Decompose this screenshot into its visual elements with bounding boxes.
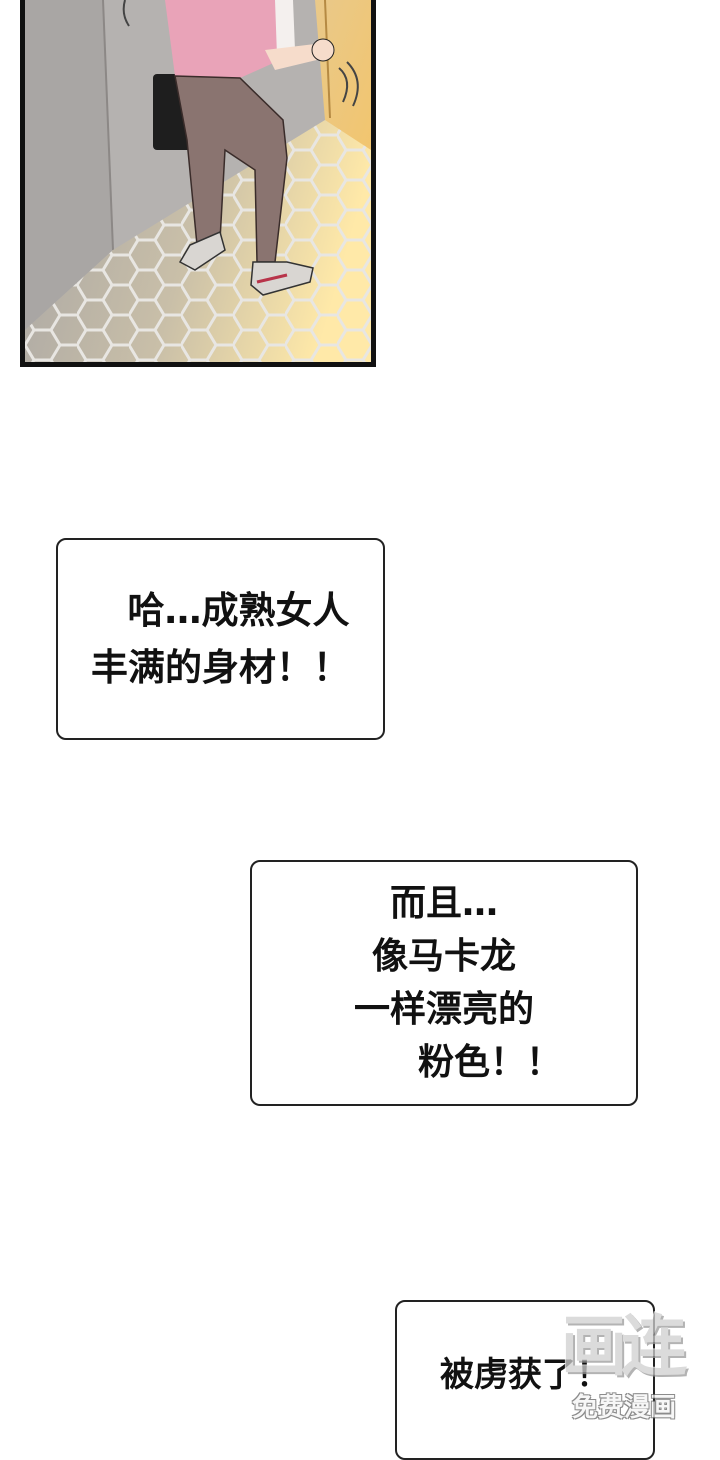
bubble-3-line-1: 被虏获了！ [440,1355,610,1395]
watermark-subtitle: 免费漫画 [571,1393,676,1423]
watermark-logo: 画连 [561,1308,687,1385]
speech-bubble-1: 哈…成熟女人 丰满的身材！！ [56,538,385,740]
comic-panel [20,0,376,367]
bubble-1-line-2: 丰满的身材！！ [91,646,350,689]
site-watermark: 画连 免费漫画 [536,1302,706,1432]
speech-bubble-2: 而且… 像马卡龙 一样漂亮的 粉色！！ [250,860,638,1106]
comic-panel-illustration [25,0,371,362]
bubble-2-line-3: 一样漂亮的 [353,989,534,1030]
bubble-2-line-2: 像马卡龙 [371,936,516,977]
bubble-2-line-4: 粉色！！ [417,1042,562,1083]
bubble-1-line-1: 哈…成熟女人 [127,589,350,632]
bubble-2-line-1: 而且… [389,883,498,924]
